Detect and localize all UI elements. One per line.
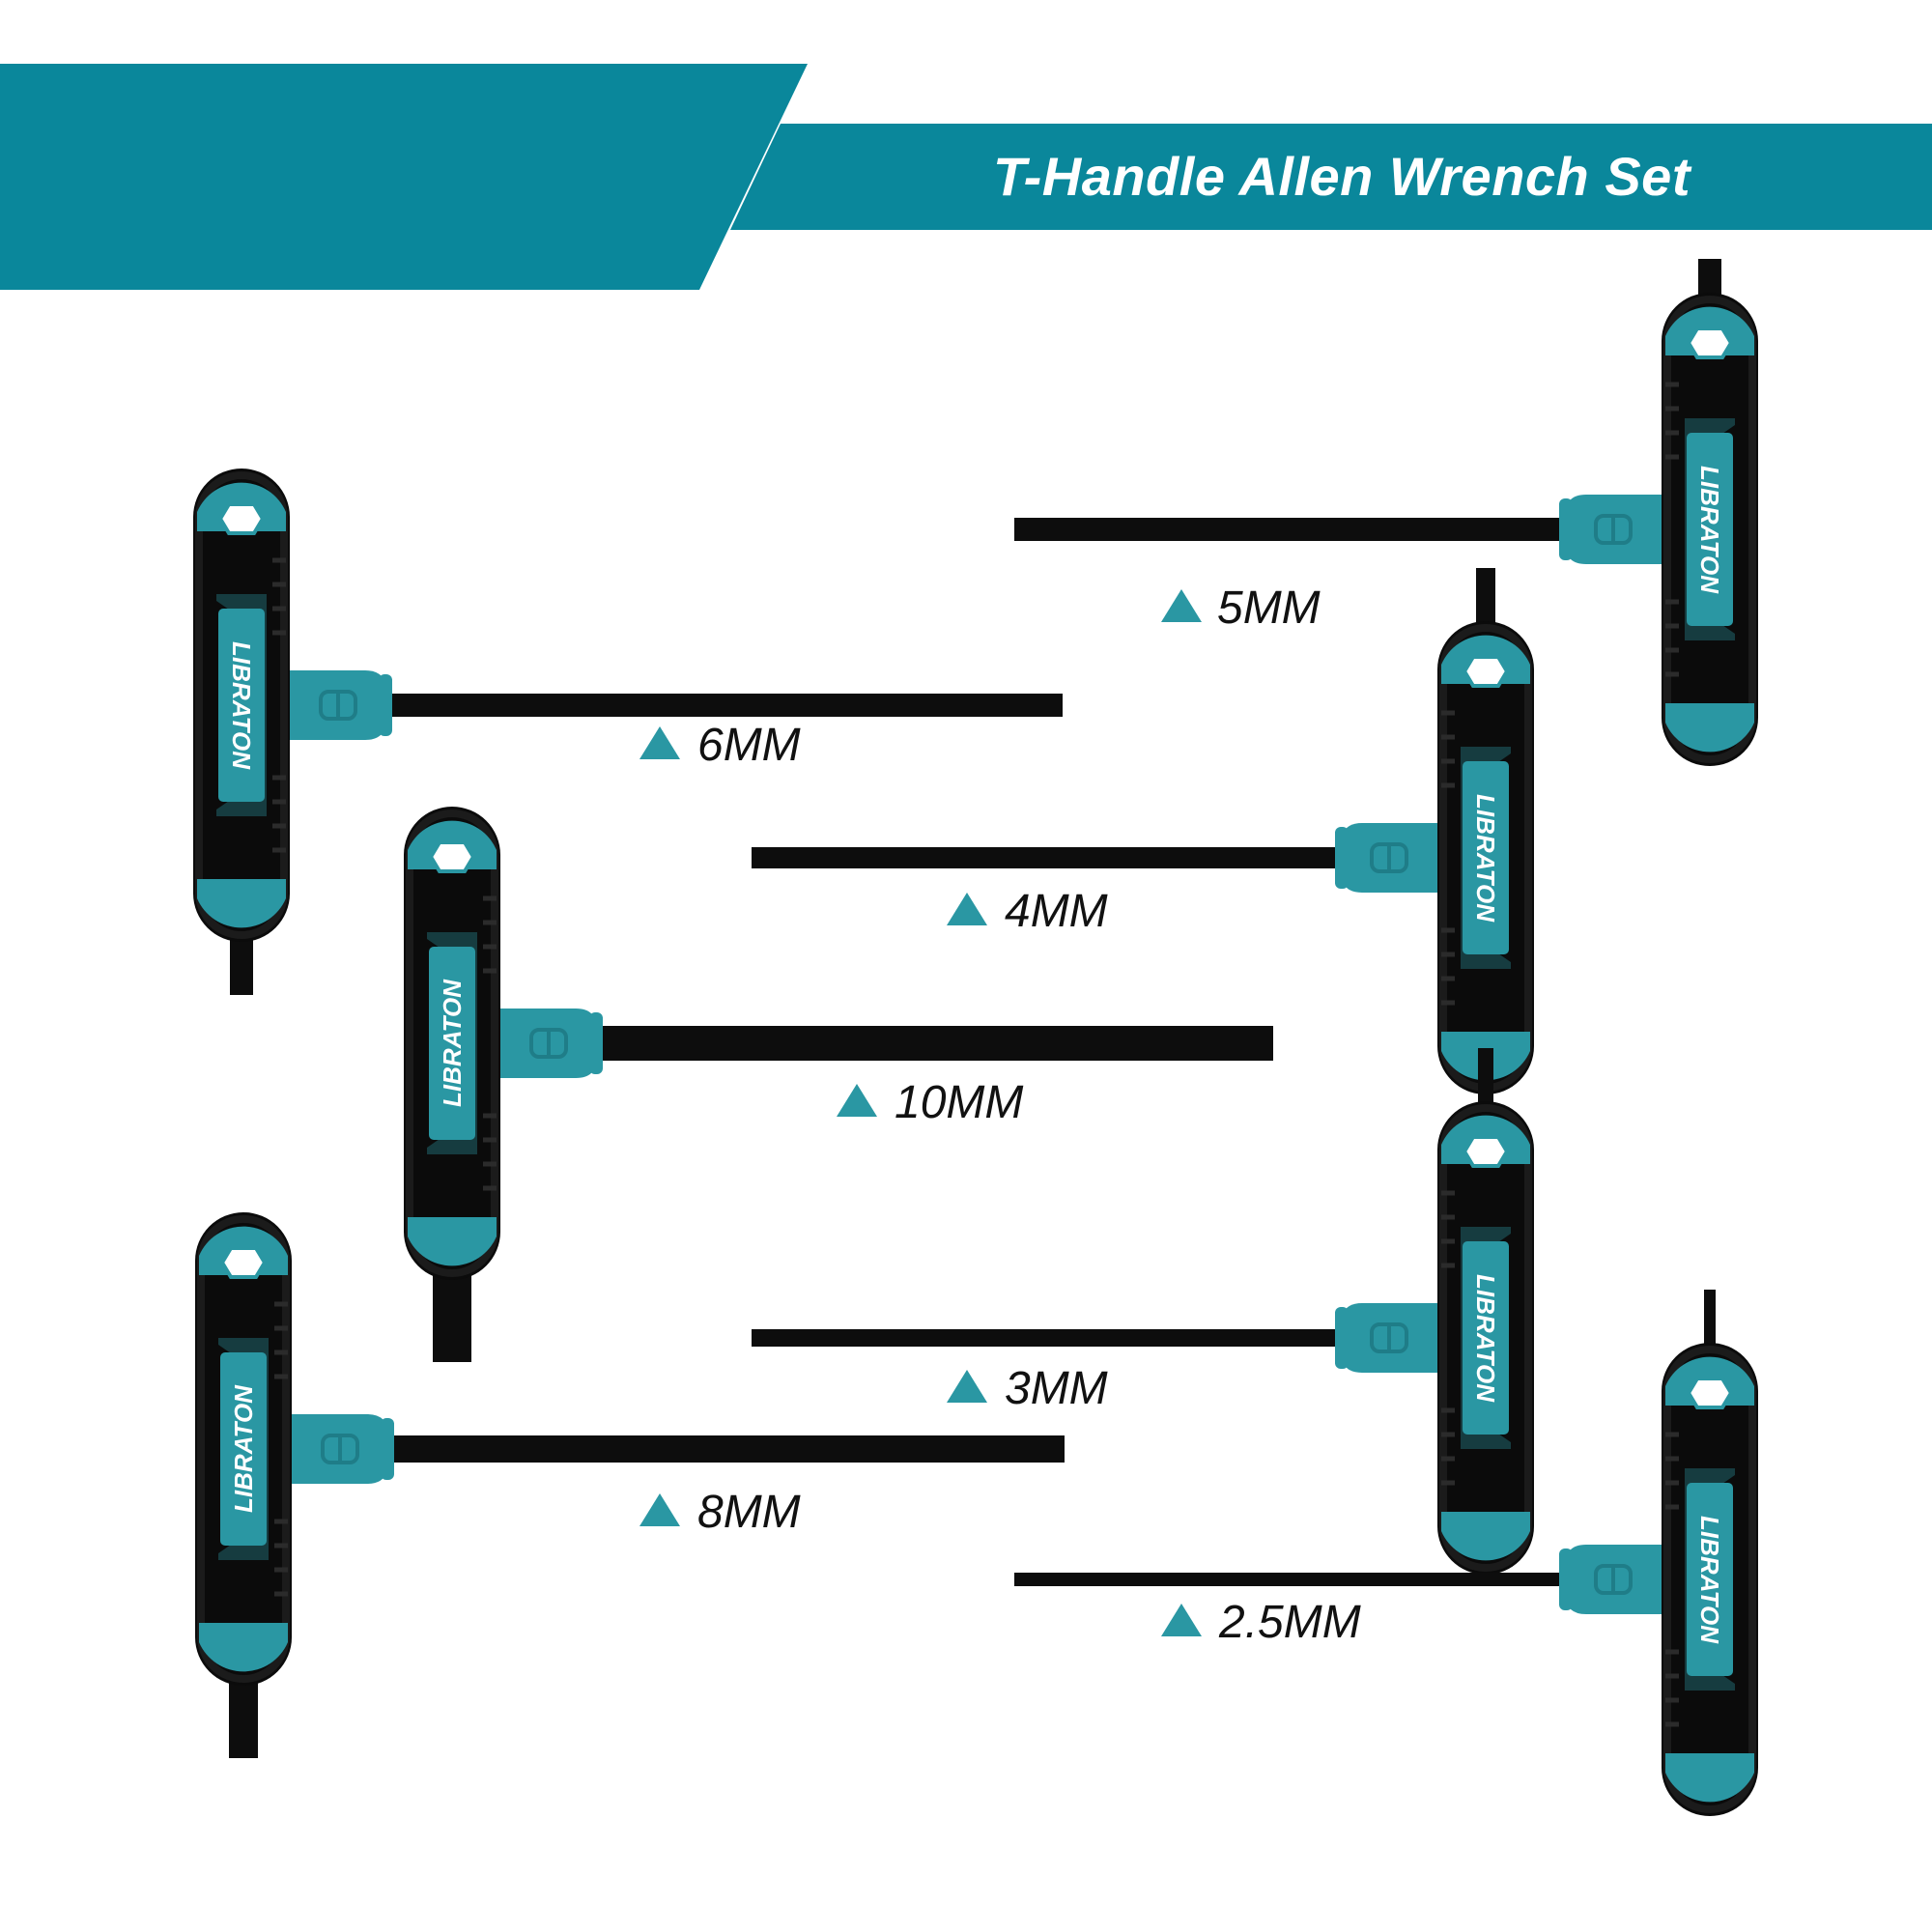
size-marker-icon — [837, 1084, 877, 1117]
wrench-brand-label: LIBRATON — [1471, 1274, 1500, 1403]
size-label-10mm: 10MM — [895, 1077, 1024, 1128]
banner-left-band — [0, 64, 808, 290]
size-marker-icon — [639, 1493, 680, 1526]
size-marker-icon — [947, 1370, 987, 1403]
size-label-5mm: 5MM — [1217, 582, 1321, 634]
wrench-4mm: LIBRATON — [752, 568, 1546, 1063]
wrench-brand-label: LIBRATON — [1695, 1516, 1724, 1644]
wrench-brand-label: LIBRATON — [1695, 466, 1724, 594]
size-label-6mm: 6MM — [697, 720, 801, 771]
size-label-2-5mm: 2.5MM — [1219, 1597, 1361, 1648]
wrench-8mm: LIBRATON — [145, 1217, 1065, 1758]
wrench-brand-label: LIBRATON — [438, 979, 467, 1107]
wrench-brand-label: LIBRATON — [227, 641, 256, 770]
size-marker-icon — [639, 726, 680, 759]
size-label-4mm: 4MM — [1005, 886, 1108, 937]
wrench-2-5mm: LIBRATON — [1014, 1290, 1758, 1753]
page-title: T-Handle Allen Wrench Set — [993, 146, 1690, 207]
wrench-3mm: LIBRATON — [752, 1048, 1546, 1541]
size-label-8mm: 8MM — [697, 1487, 801, 1538]
size-marker-icon — [947, 893, 987, 925]
wrench-brand-label: LIBRATON — [229, 1384, 258, 1513]
size-marker-icon — [1161, 1604, 1202, 1636]
wrench-10mm: LIBRATON — [348, 802, 1273, 1362]
banner-right-band — [730, 124, 1932, 230]
header-banner — [0, 64, 1932, 290]
wrench-6mm: LIBRATON — [145, 444, 1063, 995]
size-label-3mm: 3MM — [1005, 1363, 1108, 1414]
size-marker-icon — [1161, 589, 1202, 622]
wrench-brand-label: LIBRATON — [1471, 794, 1500, 923]
wrench-5mm: LIBRATON — [1014, 259, 1758, 752]
